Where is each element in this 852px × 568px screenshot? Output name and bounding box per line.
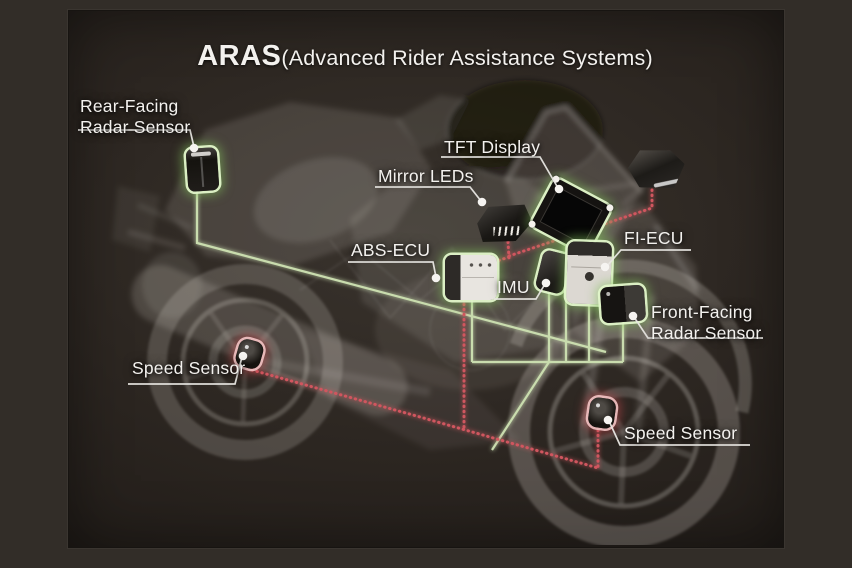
green-connection-lines bbox=[195, 176, 625, 451]
page-title: ARAS(Advanced Rider Assistance Systems) bbox=[68, 40, 782, 73]
rear-radar-sensor-component bbox=[185, 146, 220, 193]
green-line-lower-branch bbox=[491, 361, 550, 451]
sensor-seam bbox=[200, 156, 205, 188]
red-line-wheel-bus bbox=[250, 368, 600, 470]
abs-seam bbox=[462, 277, 494, 278]
label-front-radar: Front-Facing Radar Sensor bbox=[651, 302, 762, 343]
label-speed-sensor-rear: Speed Sensor bbox=[132, 358, 246, 378]
fi-seam bbox=[571, 266, 608, 269]
title-acronym: ARAS bbox=[197, 40, 282, 72]
abs-connector-dots bbox=[467, 262, 493, 268]
label-fi-ecu: FI-ECU bbox=[624, 228, 684, 248]
led-indicator-icon bbox=[493, 226, 519, 236]
label-rear-radar: Rear-Facing Radar Sensor bbox=[80, 96, 191, 137]
speed-sensor-front-component bbox=[587, 396, 617, 430]
sensor-highlight bbox=[595, 403, 601, 408]
front-radar-sensor-component bbox=[599, 284, 647, 324]
green-line-rear-radar bbox=[195, 176, 607, 354]
title-subtitle: (Advanced Rider Assistance Systems) bbox=[281, 46, 653, 70]
red-line-right-mirror bbox=[507, 188, 654, 258]
fi-pin bbox=[584, 271, 595, 282]
label-mirror-leds: Mirror LEDs bbox=[378, 166, 474, 186]
label-speed-sensor-front: Speed Sensor bbox=[624, 423, 738, 443]
sensor-highlight bbox=[244, 344, 250, 350]
abs-ecu-component bbox=[445, 255, 497, 300]
label-abs-ecu: ABS-ECU bbox=[351, 240, 431, 260]
sensor-highlight bbox=[606, 291, 611, 297]
label-imu: IMU bbox=[497, 277, 530, 297]
label-tft-display: TFT Display bbox=[444, 137, 541, 157]
sensor-highlight bbox=[190, 151, 212, 157]
